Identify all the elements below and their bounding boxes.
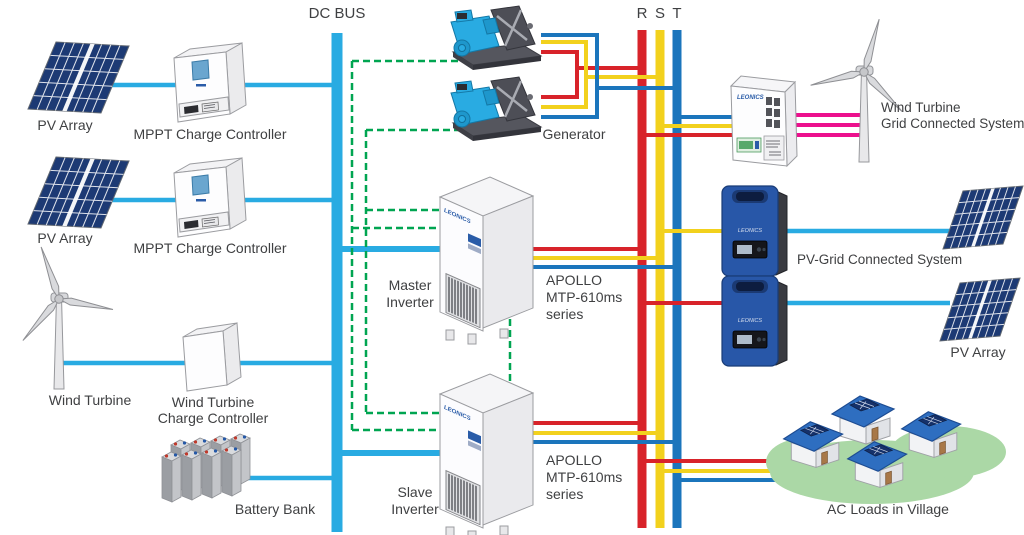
- wind-grid-inverter-figure: LEONICS: [729, 75, 798, 168]
- windgrid-brand-text: LEONICS: [737, 95, 764, 101]
- wind-grid-line2: Grid Connected System: [881, 116, 1024, 131]
- master-inverter-label: Master Inverter: [345, 277, 475, 311]
- slave-line1: Slave: [397, 484, 433, 500]
- house-right: [901, 411, 962, 458]
- phase-r-label: R: [636, 5, 648, 22]
- wind-grid-system-label: Wind Turbine Grid Connected System: [881, 100, 1024, 132]
- mppt-controller-2-figure: [173, 157, 247, 238]
- generator-phase-r-wire: [541, 50, 642, 99]
- wt-charge-controller-label: Wind Turbine Charge Controller: [133, 394, 293, 426]
- windgrid-turbine-wires: [791, 113, 861, 137]
- wind-turbine-label: Wind Turbine: [48, 392, 132, 408]
- phase-t-label: T: [672, 5, 682, 22]
- pv-array-right-2-figure: [940, 278, 1020, 341]
- pv-array-2-figure: [28, 157, 129, 228]
- pv-grid-system-label: PV-Grid Connected System: [797, 252, 963, 267]
- house-left: [783, 421, 844, 468]
- pv-grid-inverter-1-figure: [721, 185, 788, 277]
- generator-label: Generator: [542, 126, 606, 142]
- mppt-controller-1-figure: [173, 42, 247, 123]
- master-inverter-figure: [439, 176, 534, 345]
- battery-bank-figure: [161, 433, 251, 503]
- house-back: [831, 395, 895, 445]
- ac-loads-label: AC Loads in Village: [827, 501, 949, 517]
- pv-array-right-label: PV Array: [950, 344, 1006, 360]
- pv-grid-inverter-2-figure: [721, 275, 788, 367]
- phase-s-label: S: [654, 5, 665, 22]
- apollo-m-line1: APOLLO: [546, 272, 603, 288]
- generator-1-figure: [449, 4, 543, 72]
- apollo-slave-label: APOLLO MTP-610ms series: [546, 452, 622, 503]
- wt-cc-line1: Wind Turbine: [171, 394, 255, 410]
- comm-wires: [350, 59, 512, 432]
- apollo-s-line3: series: [546, 486, 584, 502]
- battery-bank-label: Battery Bank: [234, 501, 316, 517]
- slave-inverter-label: Slave Inverter: [350, 484, 480, 518]
- dc-bus-label: DC BUS: [308, 5, 366, 22]
- device-layer: LEONICS: [0, 4, 1023, 535]
- generator-phase-t-wire: [541, 33, 677, 119]
- village-figure: [766, 395, 1006, 504]
- wt-cc-line2: Charge Controller: [157, 410, 269, 426]
- mppt-2-label: MPPT Charge Controller: [133, 240, 287, 256]
- pv-array-1-label: PV Array: [37, 117, 93, 133]
- apollo-s-line2: MTP-610ms: [546, 469, 623, 485]
- wt-charge-controller-figure: [182, 322, 242, 392]
- slave-line2: Inverter: [391, 501, 439, 517]
- master-line2: Inverter: [386, 294, 434, 310]
- apollo-m-line3: series: [546, 306, 584, 322]
- mppt-1-label: MPPT Charge Controller: [133, 126, 287, 142]
- apollo-m-line2: MTP-610ms: [546, 289, 623, 305]
- pv-array-1-figure: [28, 42, 129, 113]
- wind-grid-line1: Wind Turbine: [881, 100, 961, 115]
- pv-array-2-label: PV Array: [37, 230, 93, 246]
- apollo-s-line1: APOLLO: [546, 452, 603, 468]
- apollo-master-label: APOLLO MTP-610ms series: [546, 272, 622, 323]
- pv-array-right-1-figure: [943, 186, 1023, 249]
- master-line1: Master: [388, 277, 432, 293]
